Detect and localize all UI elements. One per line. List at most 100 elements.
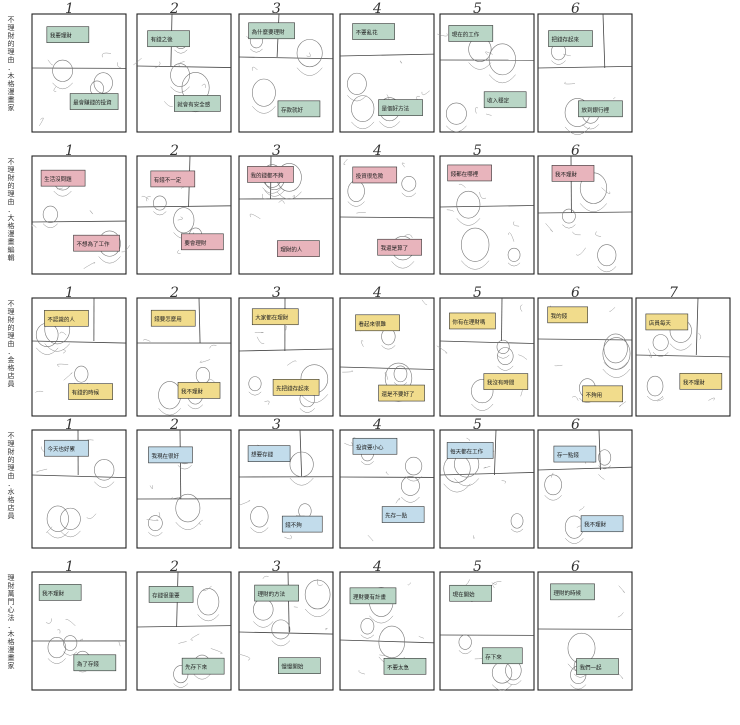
dialogue-text: 想要存錢 bbox=[251, 451, 274, 459]
dialogue-text: 是個好方法 bbox=[382, 105, 410, 113]
page-number: 2 bbox=[169, 417, 179, 433]
row-title: 不理財的理由．木格漫畫家 bbox=[4, 16, 18, 112]
row-title: 理財萬門心法．木格漫畫家 bbox=[4, 574, 18, 670]
page-number: 5 bbox=[473, 417, 482, 433]
comic-page: 6 我不理財 bbox=[538, 143, 632, 274]
page-number: 4 bbox=[372, 559, 382, 575]
dialogue-text: 不要太急 bbox=[387, 663, 410, 671]
comic-page: 2 我現在很好 bbox=[137, 417, 231, 548]
row-title: 不理財的理由．大格漫畫編輯 bbox=[4, 158, 18, 262]
dialogue-text: 我還是算了 bbox=[381, 244, 409, 252]
page-number: 7 bbox=[669, 285, 678, 301]
dialogue-text: 錢都在哪裡 bbox=[451, 170, 479, 178]
dialogue-text: 現在開始 bbox=[453, 590, 476, 598]
page-number: 4 bbox=[372, 417, 382, 433]
dialogue-text: 要會理財 bbox=[184, 239, 207, 247]
page-number: 6 bbox=[571, 417, 580, 433]
dialogue-text: 投資很危險 bbox=[356, 172, 384, 180]
dialogue-text: 先存下來 bbox=[185, 663, 208, 671]
dialogue-text: 理財的人 bbox=[280, 246, 303, 254]
dialogue-text: 就會有安全感 bbox=[177, 100, 211, 108]
dialogue-text: 看起來很難 bbox=[359, 320, 387, 328]
page-number: 4 bbox=[372, 143, 382, 159]
dialogue-text: 你有在理財嗎 bbox=[452, 318, 486, 326]
dialogue-text: 我的錢都不夠 bbox=[250, 171, 284, 179]
dialogue-text: 存錢很重要 bbox=[152, 591, 180, 599]
comic-page: 5 錢都在哪裡 bbox=[440, 143, 534, 274]
dialogue-text: 我要理財 bbox=[50, 32, 73, 40]
dialogue-text: 有錢之後 bbox=[151, 36, 174, 44]
dialogue-text: 大家都在理財 bbox=[255, 314, 289, 322]
dialogue-text: 每天都在工作 bbox=[450, 447, 484, 455]
dialogue-text: 我現在很好 bbox=[151, 452, 179, 460]
dialogue-text: 錢不夠 bbox=[285, 521, 302, 529]
page-number: 6 bbox=[571, 143, 580, 159]
dialogue-text: 為什麼要理財 bbox=[252, 28, 286, 36]
row-title: 不理財的理由．金格店員 bbox=[4, 300, 18, 388]
dialogue-text: 我的錢 bbox=[551, 312, 568, 320]
dialogue-text: 為了存錢 bbox=[77, 660, 100, 668]
dialogue-text: 把錢存起來 bbox=[551, 36, 579, 44]
page-number: 3 bbox=[272, 285, 281, 301]
dialogue-text: 還是不要好了 bbox=[382, 390, 415, 398]
comic-page: 5 每天都在工作 bbox=[440, 417, 534, 548]
dialogue-text: 不夠用 bbox=[586, 391, 603, 399]
dialogue-text: 我不理財 bbox=[555, 170, 578, 178]
dialogue-text: 我沒有時間 bbox=[487, 379, 515, 387]
page-number: 3 bbox=[272, 559, 281, 575]
page-number: 1 bbox=[65, 559, 74, 575]
page-number: 5 bbox=[473, 143, 482, 159]
page-number: 4 bbox=[372, 1, 382, 17]
dialogue-text: 現在的工作 bbox=[452, 30, 480, 38]
dialogue-text: 我不理財 bbox=[683, 378, 706, 386]
page-number: 6 bbox=[571, 559, 580, 575]
dialogue-text: 理財的時候 bbox=[554, 589, 582, 597]
dialogue-text: 理財的方法 bbox=[258, 590, 286, 598]
dialogue-text: 我不理財 bbox=[42, 589, 65, 597]
page-number: 1 bbox=[65, 1, 74, 17]
dialogue-text: 存下來 bbox=[485, 653, 502, 661]
page-number: 6 bbox=[571, 285, 580, 301]
page-number: 3 bbox=[272, 1, 281, 17]
dialogue-text: 慢慢開始 bbox=[281, 663, 304, 671]
dialogue-text: 店員每天 bbox=[649, 319, 672, 327]
dialogue-text: 不想為了工作 bbox=[76, 240, 110, 248]
dialogue-text: 我不理財 bbox=[181, 387, 204, 395]
page-number: 5 bbox=[473, 1, 482, 17]
page-number: 1 bbox=[65, 143, 74, 159]
dialogue-text: 最會賺錢的投資 bbox=[73, 99, 112, 107]
page-number: 5 bbox=[473, 285, 482, 301]
dialogue-text: 放到銀行裡 bbox=[581, 106, 609, 114]
page-number: 3 bbox=[272, 143, 281, 159]
page-number: 2 bbox=[169, 1, 179, 17]
dialogue-text: 存一點錢 bbox=[557, 451, 580, 459]
page-number: 6 bbox=[571, 1, 580, 17]
dialogue-text: 收入穩定 bbox=[487, 97, 510, 105]
dialogue-text: 我不理財 bbox=[584, 521, 607, 529]
page-number: 4 bbox=[372, 285, 382, 301]
dialogue-text: 存款就好 bbox=[281, 106, 304, 114]
page-number: 2 bbox=[169, 559, 179, 575]
